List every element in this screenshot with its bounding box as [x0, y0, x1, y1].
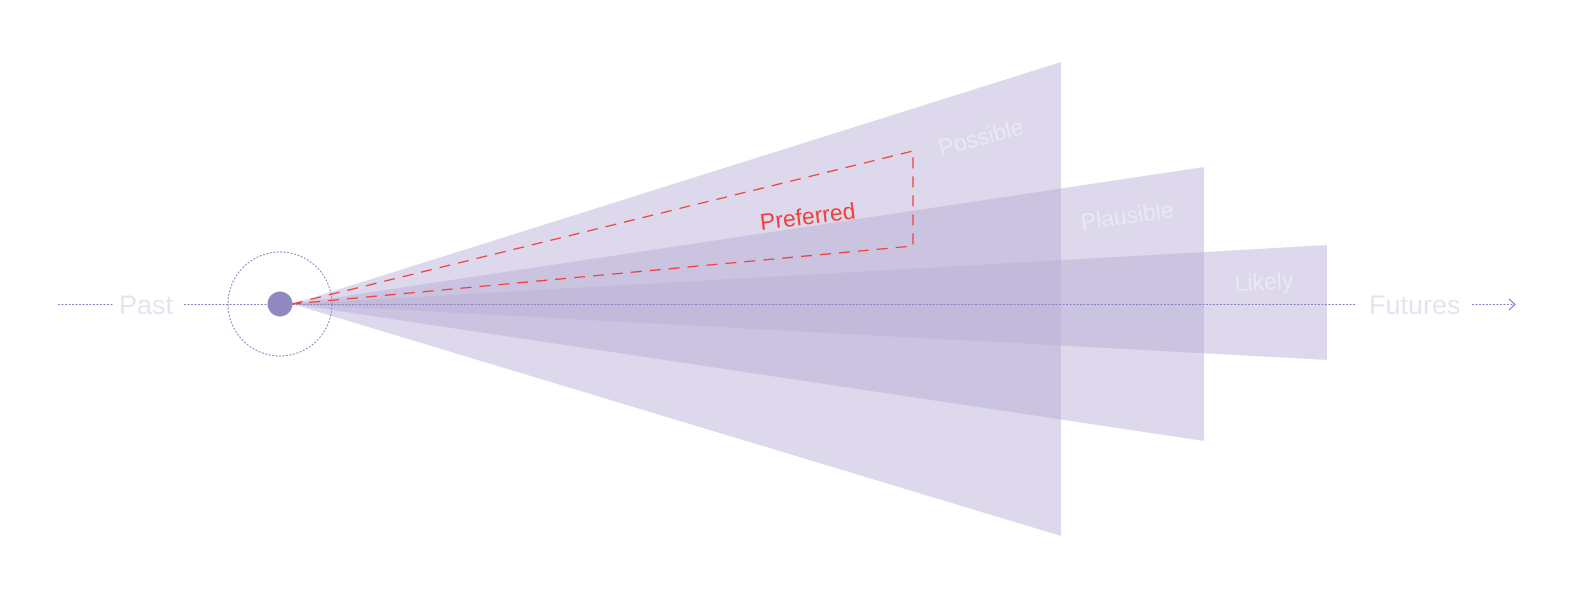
present-ring	[227, 251, 333, 357]
futures-label: Futures	[1369, 290, 1461, 320]
cone-likely	[292, 245, 1327, 360]
preferred-zone	[291, 150, 914, 305]
likely-label: Likely	[1234, 267, 1295, 296]
past-label: Past	[119, 290, 174, 320]
cone-possible	[292, 62, 1061, 536]
arrow-right-icon	[1508, 298, 1516, 311]
dot-icon	[267, 291, 293, 317]
